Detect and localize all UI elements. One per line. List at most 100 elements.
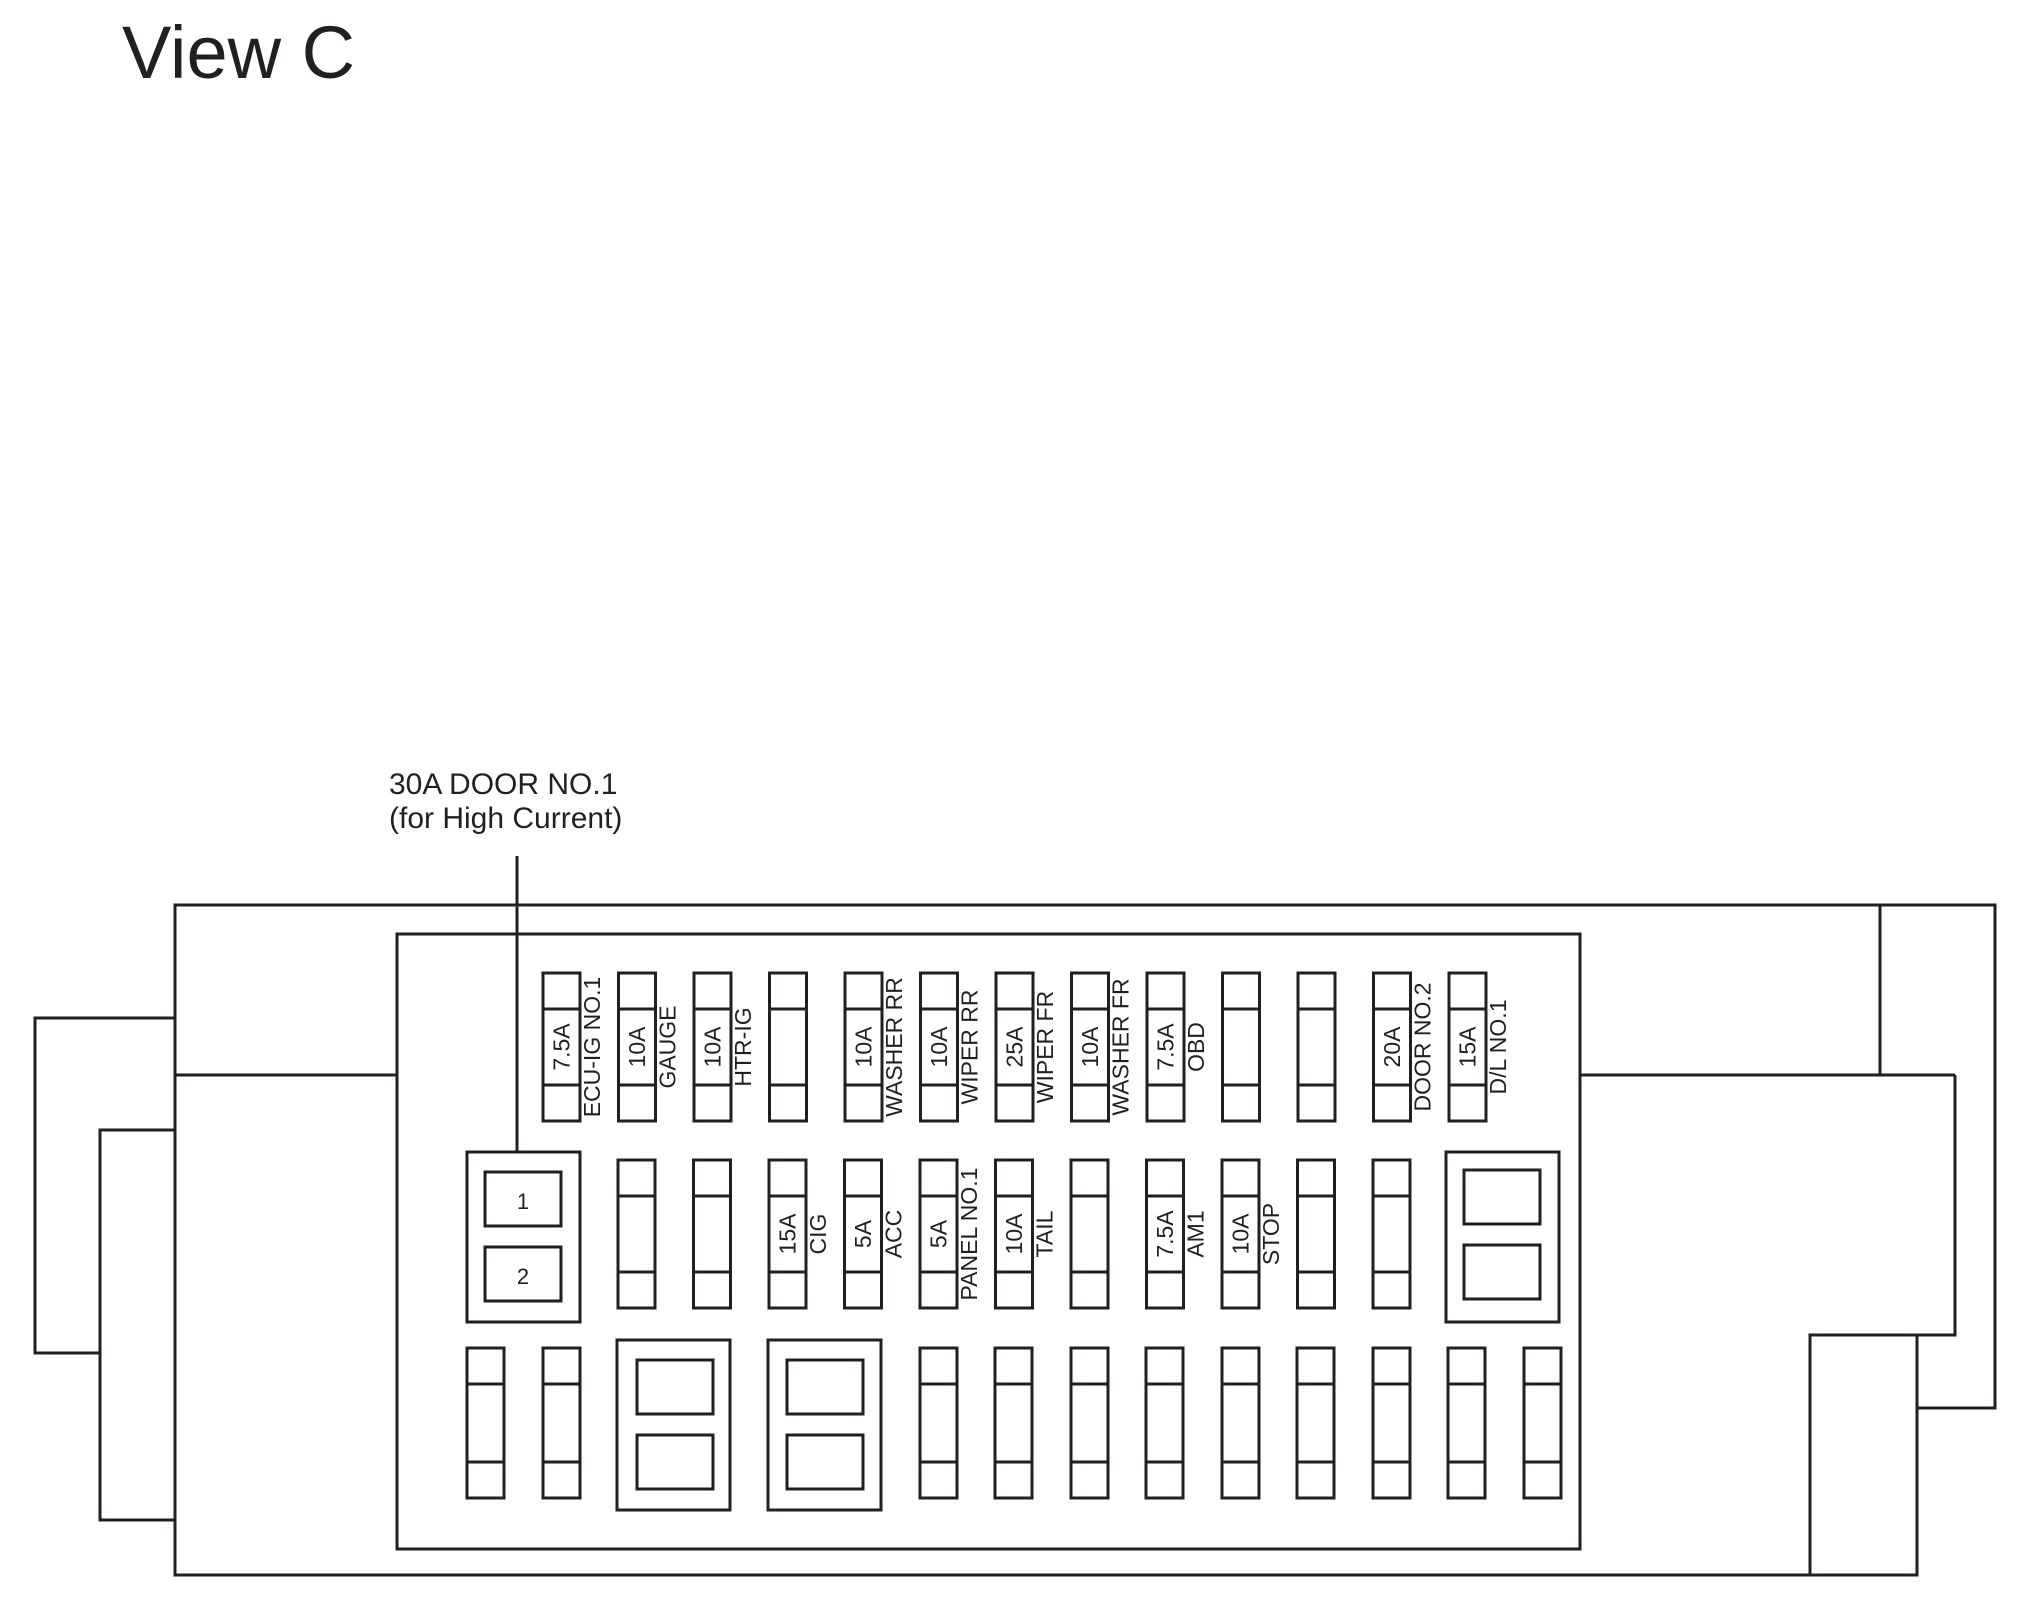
fuse-bottom-5-body (1069, 1346, 1110, 1500)
fuse-rating: 10A (700, 1026, 726, 1068)
fuse-rating: 10A (1001, 1213, 1027, 1255)
fuse-bottom-9-body (1371, 1346, 1412, 1500)
fuse-label: STOP (1258, 1203, 1284, 1265)
fuse-middle-10 (1296, 1158, 1336, 1310)
fuse-bottom-5 (1069, 1346, 1110, 1500)
fuse-middle-1-body (616, 1158, 657, 1310)
relay-bottom-2 (766, 1338, 883, 1512)
callout-label-line1: 30A DOOR NO.1 (389, 768, 617, 801)
fuse-bottom-10-body (1446, 1346, 1487, 1500)
high-current-slot-2 (483, 1245, 563, 1303)
right-tab (1808, 1075, 1957, 1575)
fuse-rating: 7.5A (1153, 1023, 1179, 1071)
fuse-rating: 25A (1002, 1026, 1028, 1068)
fuse-label: D/L NO.1 (1485, 999, 1511, 1094)
fuse-panel (395, 932, 1582, 1551)
fuse-rating: 7.5A (549, 1023, 575, 1071)
fuse-bottom-3-body (918, 1346, 959, 1500)
fuse-middle-1 (616, 1158, 657, 1310)
fuse-bottom-6 (1144, 1346, 1185, 1500)
fuse-bottom-4-body (993, 1346, 1034, 1500)
relay-right-middle-slot-1 (1462, 1168, 1542, 1226)
callout-label-line2: (for High Current) (389, 802, 622, 835)
fuse-rating: 5A (850, 1219, 876, 1248)
high-current-slot-1 (483, 1170, 563, 1228)
fuse-label: GAUGE (655, 1005, 681, 1088)
fuse-middle-8-body (1145, 1158, 1185, 1310)
relay-right-middle-slot-2 (1462, 1243, 1542, 1301)
fuse-label: WASHER FR (1108, 978, 1134, 1115)
fuse-rating: 10A (926, 1026, 952, 1068)
fuse-bottom-10 (1446, 1346, 1487, 1500)
fuse-top-4 (768, 971, 808, 1123)
fuse-top-4-body (768, 971, 808, 1123)
fuse-bottom-11-body (1522, 1346, 1563, 1500)
fuse-bottom-7 (1220, 1346, 1261, 1500)
left-tab-inner (98, 1128, 175, 1522)
fuse-middle-6-body (994, 1158, 1034, 1310)
fuse-top-8-body (1070, 971, 1110, 1123)
relay-bottom-1-slot-1 (635, 1358, 715, 1416)
fuse-bottom-4 (993, 1346, 1034, 1500)
fuse-middle-11-body (1371, 1158, 1412, 1310)
fuse-bottom-2-body (541, 1346, 582, 1500)
fuse-rating: 10A (851, 1026, 877, 1068)
fuse-top-6-body (919, 971, 959, 1123)
fuse-bottom-11 (1522, 1346, 1563, 1500)
fuse-top-11 (1296, 971, 1337, 1123)
fuse-rating: 15A (775, 1213, 801, 1255)
relay-bottom-2-slot-2 (785, 1433, 865, 1491)
fuse-rating: 5A (926, 1219, 952, 1248)
fuse-top-2-body (617, 971, 657, 1123)
fuse-top-10-body (1221, 971, 1261, 1123)
left-tab-outer (33, 1016, 175, 1355)
fuse-label: ECU-IG NO.1 (579, 977, 605, 1118)
fuse-middle-9-body (1220, 1158, 1261, 1310)
fuse-row-bottom (465, 1346, 1563, 1500)
fuse-label: CIG (805, 1214, 831, 1255)
fuse-bottom-8-body (1295, 1346, 1336, 1500)
high-current-fuse-block (465, 1150, 582, 1324)
fuse-label: WASHER RR (881, 977, 907, 1117)
relay-right-middle (1444, 1150, 1561, 1324)
fuse-middle-11 (1371, 1158, 1412, 1310)
fuse-rating: 10A (1228, 1213, 1254, 1255)
fuse-label: WIPER FR (1032, 991, 1058, 1103)
fuse-label: WIPER RR (957, 990, 983, 1105)
fuse-middle-5-body (918, 1158, 959, 1310)
fuse-label: TAIL (1032, 1210, 1058, 1257)
fuse-rating: 10A (624, 1026, 650, 1068)
relay-bottom-2-slot-1 (785, 1358, 865, 1416)
fuse-bottom-1 (465, 1346, 506, 1500)
fuse-middle-7 (1069, 1158, 1110, 1310)
fuse-middle-2 (692, 1158, 732, 1310)
fuse-top-13-body (1447, 971, 1488, 1123)
relay-bottom-1-slot-2 (635, 1433, 715, 1491)
fuse-label: HTR-IG (730, 1007, 756, 1086)
fuse-bottom-1-body (465, 1346, 506, 1500)
fuse-top-1-body (541, 971, 582, 1123)
fuse-bottom-9 (1371, 1346, 1412, 1500)
fuse-top-7-body (994, 971, 1035, 1123)
fuse-label: DOOR NO.2 (1410, 982, 1436, 1111)
fuse-top-10 (1221, 971, 1261, 1123)
fuse-label: OBD (1183, 1022, 1209, 1072)
fuse-bottom-2 (541, 1346, 582, 1500)
